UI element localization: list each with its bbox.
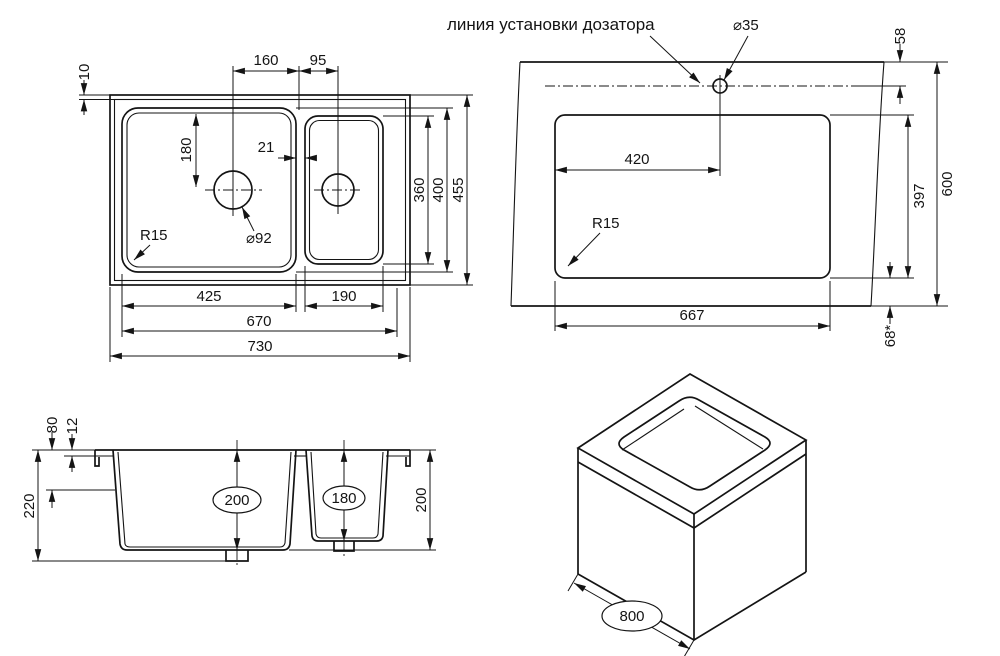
dim-dia35-label: ⌀35	[733, 17, 759, 34]
depth-180-label: 180	[331, 490, 356, 507]
rim-right-lip	[405, 450, 411, 467]
cutout-r15-label: R15	[592, 215, 620, 232]
dim-12-label: 12	[64, 418, 81, 435]
dim-800-balloon	[601, 600, 663, 632]
sink-cutout-outline	[554, 114, 831, 279]
countertop-outline	[510, 61, 885, 307]
section-dimensions	[32, 432, 436, 562]
dim-425-label: 425	[196, 288, 221, 305]
top-view-dimensions	[79, 66, 473, 362]
cutout-view: линия установки дозатора ⌀35 58 420 R15 …	[447, 15, 956, 347]
top-view: 160 95 10 180 21 ⌀92 R15 360 400 455 425…	[76, 52, 473, 362]
dim-200-right-label: 200	[413, 487, 430, 512]
cabinet-cutout	[618, 396, 771, 491]
dim-190-label: 190	[331, 288, 356, 305]
depth-balloon-left	[212, 486, 262, 514]
sink-rim-inner-edge	[113, 98, 407, 282]
radius-r15-label: R15	[140, 227, 168, 244]
dim-730-label: 730	[247, 338, 272, 355]
cutout-dimensions	[554, 35, 948, 331]
dim-180-label: 180	[178, 137, 195, 162]
drain-left-section	[225, 550, 249, 562]
dim-400-label: 400	[430, 177, 447, 202]
dim-10-label: 10	[76, 64, 93, 81]
rim-left-lip	[94, 450, 100, 467]
dim-455-label: 455	[450, 177, 467, 202]
bowl-right-inner	[308, 119, 380, 261]
dim-800-label: 800	[619, 608, 644, 625]
dim-68-label: 68*	[882, 325, 899, 348]
dispenser-note-label: линия установки дозатора	[447, 15, 655, 34]
bowl-left-outline	[121, 107, 297, 273]
dim-397-label: 397	[911, 183, 928, 208]
iso-view: 800	[567, 373, 808, 656]
cabinet-outline	[576, 373, 808, 641]
countertop-break-left	[510, 61, 521, 307]
bowl-right-outline	[304, 115, 384, 265]
depth-balloon-right	[322, 485, 366, 511]
sink-outer-edge	[109, 94, 411, 286]
iso-dimensions	[567, 573, 695, 656]
section-outline	[94, 440, 411, 566]
dim-420-label: 420	[624, 151, 649, 168]
bowl-left-inner	[126, 112, 292, 268]
cabinet-slab-bottom-edges	[577, 453, 807, 529]
dim-220-label: 220	[21, 493, 38, 518]
dim-95-label: 95	[310, 52, 327, 69]
bowl-left-section	[112, 449, 297, 551]
cabinet-top-face	[576, 373, 808, 515]
section-view: 80 12 220 200 180 200	[21, 417, 436, 566]
dim-21-label: 21	[258, 139, 275, 156]
countertop-break-right	[870, 61, 885, 307]
dim-160-label: 160	[253, 52, 278, 69]
dim-80-label: 80	[44, 417, 61, 434]
depth-200-label: 200	[224, 492, 249, 509]
dim-58-label: 58	[892, 28, 909, 45]
dim-360-label: 360	[411, 177, 428, 202]
dim-667-label: 667	[679, 307, 704, 324]
dim-600-label: 600	[939, 171, 956, 196]
bowl-right-section	[305, 449, 389, 542]
dim-670-label: 670	[246, 313, 271, 330]
dim-dia92-label: ⌀92	[246, 230, 272, 247]
